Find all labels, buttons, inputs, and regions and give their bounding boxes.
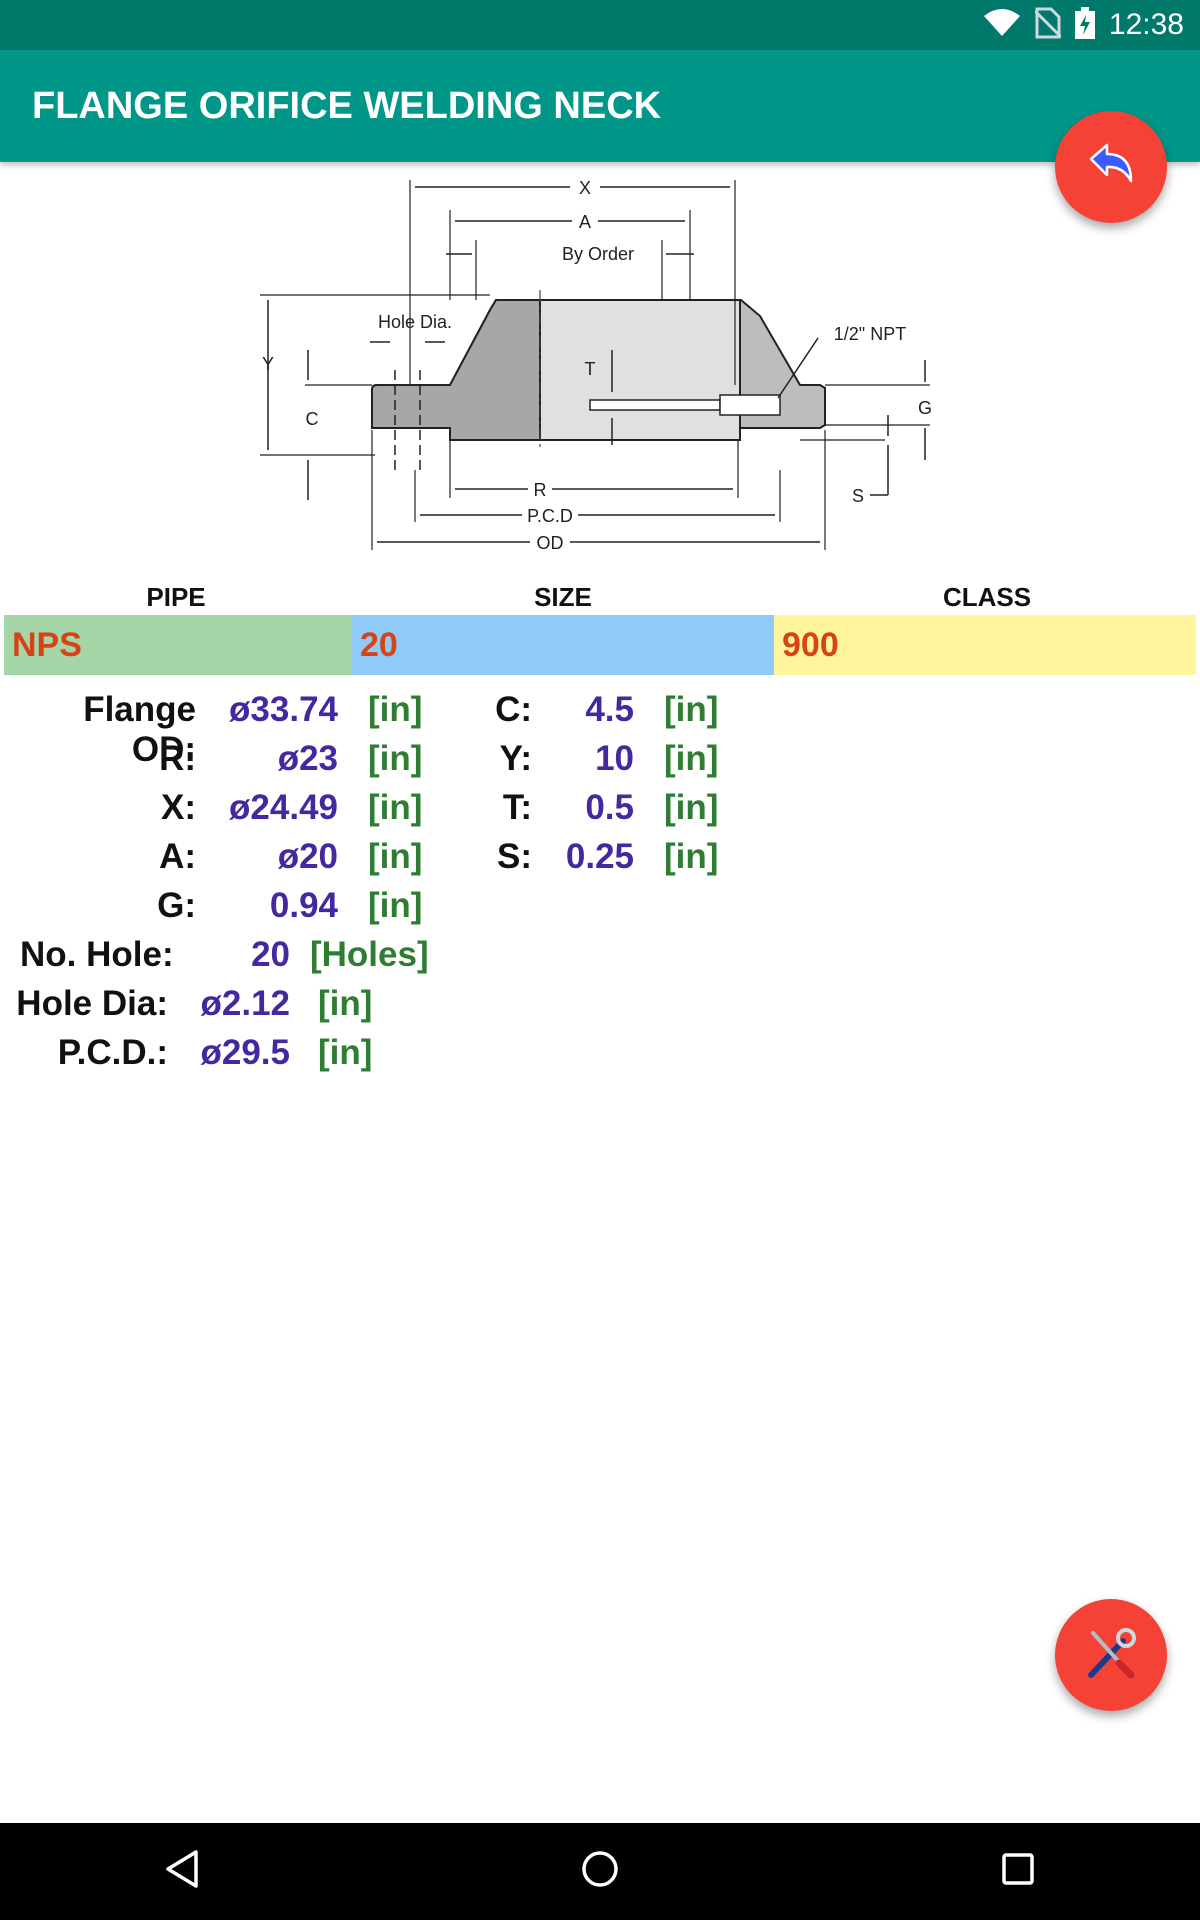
s-value: 0.25 bbox=[565, 837, 634, 876]
x-unit: [in] bbox=[368, 788, 423, 827]
g-unit: [in] bbox=[368, 886, 423, 925]
label-c: C bbox=[306, 409, 319, 429]
status-bar: 12:38 bbox=[0, 0, 1200, 50]
back-button[interactable] bbox=[1055, 111, 1167, 223]
hole-dia-value: ø2.12 bbox=[200, 984, 291, 1023]
s-unit: [in] bbox=[664, 837, 719, 876]
wifi-icon bbox=[983, 8, 1021, 43]
a-value: ø20 bbox=[277, 837, 338, 876]
label-g: G bbox=[918, 398, 932, 418]
y-value: 10 bbox=[595, 739, 634, 778]
reply-arrow-icon bbox=[1087, 143, 1135, 192]
battery-charging-icon bbox=[1074, 6, 1095, 44]
y-unit: [in] bbox=[664, 739, 719, 778]
class-selector[interactable]: 900 bbox=[774, 615, 1196, 675]
label-y: Y bbox=[262, 354, 274, 374]
label-r: R bbox=[534, 480, 547, 500]
label-npt: 1/2" NPT bbox=[834, 324, 906, 344]
tools-icon bbox=[1083, 1625, 1139, 1686]
pcd-label: P.C.D.: bbox=[57, 1033, 168, 1072]
label-hole-dia: Hole Dia. bbox=[378, 312, 452, 332]
nav-home-button[interactable] bbox=[540, 1823, 660, 1920]
s-label: S: bbox=[497, 837, 532, 876]
nav-back-button[interactable] bbox=[122, 1823, 242, 1920]
size-header: SIZE bbox=[534, 582, 592, 612]
circle-home-icon bbox=[580, 1849, 620, 1894]
navigation-bar bbox=[0, 1823, 1200, 1920]
t-unit: [in] bbox=[664, 788, 719, 827]
pipe-header: PIPE bbox=[146, 582, 206, 612]
no-sim-icon bbox=[1033, 7, 1062, 44]
y-label: Y: bbox=[499, 739, 532, 778]
label-od: OD bbox=[537, 533, 564, 553]
label-pcd: P.C.D bbox=[527, 506, 573, 526]
size-selector[interactable]: 20 bbox=[352, 615, 774, 675]
pipe-selector[interactable]: NPS bbox=[4, 615, 352, 675]
no-hole-value: 20 bbox=[251, 935, 290, 974]
a-label: A: bbox=[159, 837, 196, 876]
flange-od-unit: [in] bbox=[368, 690, 423, 729]
app-bar: FLANGE ORIFICE WELDING NECK bbox=[0, 50, 1200, 162]
hole-dia-label: Hole Dia: bbox=[16, 984, 168, 1023]
label-t: T bbox=[585, 359, 596, 379]
c-value: 4.5 bbox=[585, 690, 634, 729]
triangle-back-icon bbox=[164, 1849, 200, 1894]
square-recent-icon bbox=[1000, 1851, 1036, 1892]
a-unit: [in] bbox=[368, 837, 423, 876]
pcd-unit: [in] bbox=[318, 1033, 373, 1072]
c-unit: [in] bbox=[664, 690, 719, 729]
page-title: FLANGE ORIFICE WELDING NECK bbox=[32, 85, 662, 127]
no-hole-unit: [Holes] bbox=[310, 935, 429, 974]
t-value: 0.5 bbox=[585, 788, 634, 827]
r-value: ø23 bbox=[277, 739, 338, 778]
x-label: X: bbox=[161, 788, 196, 827]
flange-od-label: Flange OD: bbox=[83, 690, 196, 769]
nav-recent-button[interactable] bbox=[958, 1823, 1078, 1920]
t-label: T: bbox=[502, 788, 532, 827]
class-header: CLASS bbox=[942, 582, 1032, 612]
c-label: C: bbox=[495, 690, 532, 729]
flange-diagram: X A By Order Hole Dia. 1/2" NPT Y C T G … bbox=[260, 177, 932, 553]
no-hole-label: No. Hole: bbox=[20, 935, 174, 974]
label-x: X bbox=[579, 178, 591, 198]
pcd-value: ø29.5 bbox=[200, 1033, 291, 1072]
r-unit: [in] bbox=[368, 739, 423, 778]
x-value: ø24.49 bbox=[229, 788, 338, 827]
g-label: G: bbox=[157, 886, 196, 925]
g-value: 0.94 bbox=[269, 886, 338, 925]
label-by-order: By Order bbox=[562, 244, 634, 264]
flange-od-value: ø33.74 bbox=[229, 690, 338, 729]
hole-dia-unit: [in] bbox=[318, 984, 373, 1023]
label-s: S bbox=[852, 486, 864, 506]
tools-button[interactable] bbox=[1055, 1599, 1167, 1711]
status-time: 12:38 bbox=[1108, 8, 1184, 41]
label-a: A bbox=[579, 212, 591, 232]
r-label: R: bbox=[159, 739, 196, 778]
